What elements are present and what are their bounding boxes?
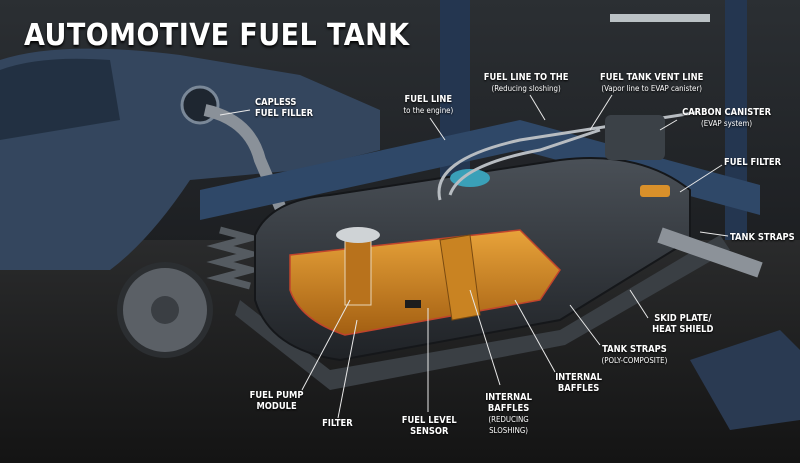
- fuel-level-sensor: [405, 300, 421, 308]
- carbon-canister: [605, 115, 665, 160]
- label-subtext: (Reducing sloshing): [491, 84, 561, 93]
- label-fuel-level-sensor: FUEL LEVEL SENSOR: [402, 415, 457, 437]
- diagram-title: AUTOMOTIVE FUEL TANK: [24, 18, 410, 53]
- label-subtext: to the engine): [403, 106, 454, 115]
- coil-spring: [206, 226, 264, 290]
- label-subtext: (EVAP system): [701, 119, 753, 128]
- label-text: FUEL PUMP: [249, 390, 304, 401]
- label-text: FUEL FILLER: [255, 108, 314, 119]
- exhaust-pipe: [657, 227, 763, 278]
- floor-jack: [690, 330, 800, 430]
- label-skid-plate: SKID PLATE/ HEAT SHIELD: [652, 313, 713, 335]
- label-text: MODULE: [256, 401, 297, 412]
- fuel-pump-module: [344, 234, 372, 306]
- label-text: SKID PLATE/: [654, 313, 712, 324]
- ceiling-light: [610, 14, 710, 22]
- label-capless-fuel-filler: CAPLESS FUEL FILLER: [255, 97, 313, 119]
- fuel-lines: [437, 110, 701, 201]
- label-text: FUEL FILTER: [724, 157, 782, 168]
- label-text: SENSOR: [410, 426, 449, 437]
- label-fuel-line-to-the: FUEL LINE TO THE (Reducing sloshing): [484, 72, 569, 94]
- label-fuel-filter: FUEL FILTER: [724, 157, 781, 168]
- label-text: INTERNAL: [485, 392, 532, 403]
- label-text: INTERNAL: [555, 372, 602, 383]
- label-subtext: (POLY-COMPOSITE): [601, 356, 668, 365]
- label-text: TANK STRAPS: [730, 232, 795, 243]
- leader-lines: [219, 94, 729, 419]
- fuel-filter-part: [640, 185, 670, 197]
- label-tank-straps: TANK STRAPS: [730, 232, 795, 243]
- label-text: FUEL TANK VENT LINE: [600, 72, 704, 83]
- label-filter: FILTER: [322, 418, 353, 429]
- label-text: HEAT SHIELD: [652, 324, 714, 335]
- label-text: CARBON CANISTER: [682, 107, 772, 118]
- label-text: BAFFLES: [557, 383, 600, 394]
- pump-top-flange: [336, 227, 380, 243]
- label-text: FUEL LINE: [404, 94, 453, 105]
- filler-neck-pipe: [203, 104, 296, 233]
- label-fuel-pump-module: FUEL PUMP MODULE: [250, 390, 304, 412]
- wheel-hub: [151, 296, 179, 324]
- label-text: TANK STRAPS: [602, 344, 667, 355]
- label-text: CAPLESS: [255, 97, 297, 108]
- skid-plate: [235, 235, 730, 390]
- label-text: BAFFLES: [487, 403, 530, 414]
- car-window: [0, 58, 120, 140]
- internal-baffle: [439, 234, 481, 321]
- label-internal-baffles-reducing-sloshing: INTERNAL BAFFLES (REDUCING SLOSHING): [485, 392, 532, 436]
- label-carbon-canister: CARBON CANISTER (EVAP system): [682, 107, 771, 129]
- label-subtext: (Vapor line to EVAP canister): [601, 84, 702, 93]
- tank-top-fitting: [450, 169, 490, 187]
- label-text: FUEL LINE TO THE: [483, 72, 569, 83]
- label-text: FUEL LEVEL: [401, 415, 457, 426]
- label-text: FILTER: [322, 418, 353, 429]
- label-subtext: SLOSHING): [489, 426, 529, 435]
- label-tank-straps-poly: TANK STRAPS (POLY-COMPOSITE): [601, 344, 667, 366]
- label-fuel-tank-vent-line: FUEL TANK VENT LINE (Vapor line to EVAP …: [600, 72, 703, 94]
- label-subtext: (REDUCING: [488, 415, 529, 424]
- label-internal-baffles: INTERNAL BAFFLES: [555, 372, 602, 394]
- label-fuel-line: FUEL LINE to the engine): [403, 94, 453, 116]
